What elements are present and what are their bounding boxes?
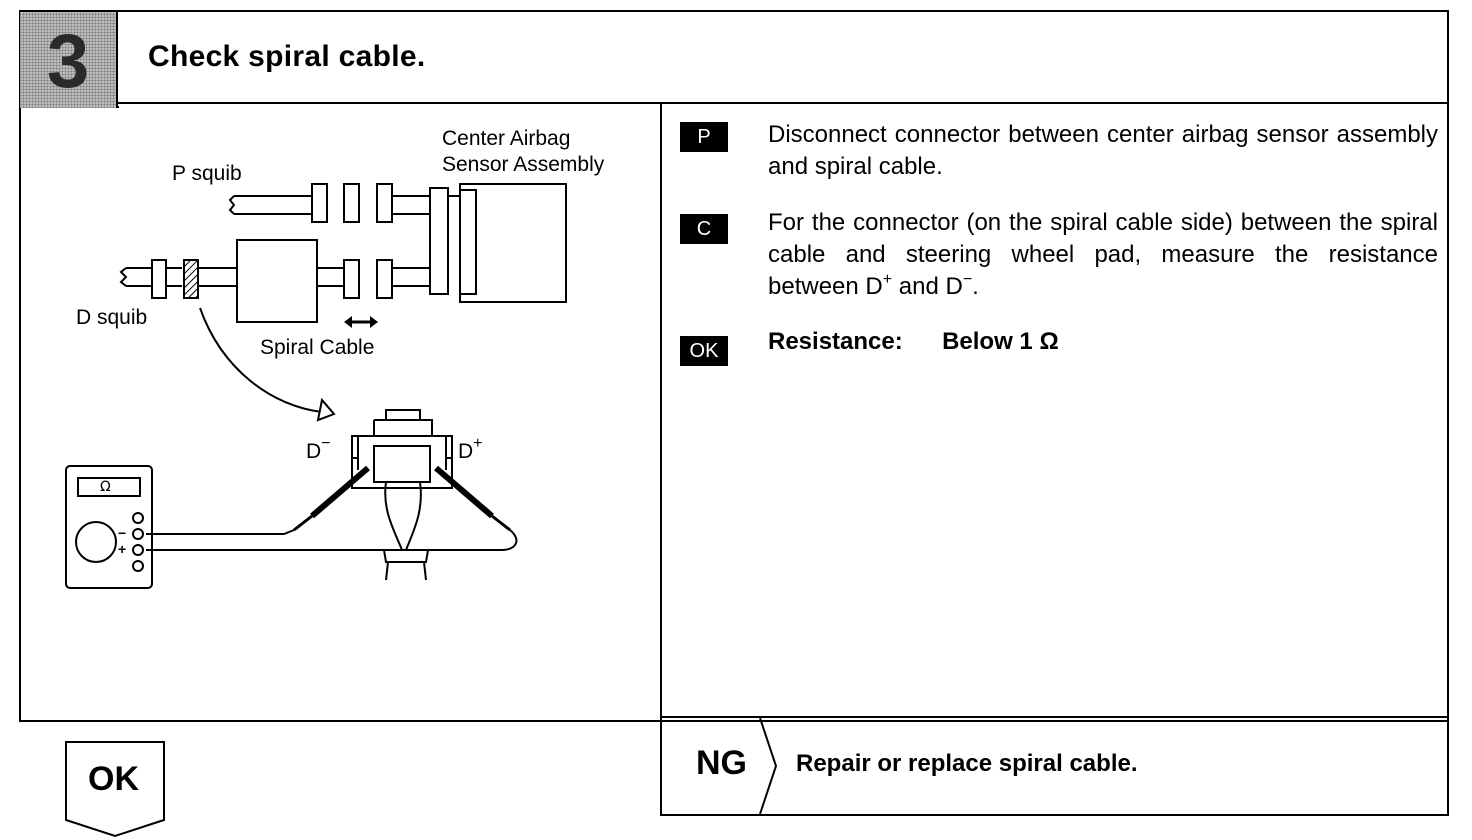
badge-p: P [680,122,728,152]
step-number: 3 [46,19,90,104]
procedure-frame [19,10,1449,722]
label-center-airbag: Center Airbag [442,127,571,150]
label-p-squib: P squib [172,162,242,185]
instruction-resistance: Resistance: Below 1 Ω [768,326,1438,358]
instruction-disconnect: Disconnect connector between center airb… [768,121,1438,180]
meter-plus-symbol: + [118,541,127,557]
badge-c: C [680,214,728,244]
ng-chevron [759,718,778,814]
label-spiral-cable: Spiral Cable [260,336,375,359]
label-sensor-assembly: Sensor Assembly [442,153,605,176]
instruction-measure: For the connector (on the spiral cable s… [768,209,1438,300]
ok-arrow-box [65,741,165,838]
label-d-plus: D+ [458,435,483,464]
ng-action-text: Repair or replace spiral cable. [796,750,1138,777]
ng-result-box [660,716,1449,816]
meter-minus-symbol: − [118,525,127,541]
resistance-value: Below 1 Ω [942,328,1059,355]
page-title: Check spiral cable. [148,40,426,73]
resistance-label: Resistance: [768,328,903,355]
column-divider [660,104,662,816]
step-number-box: 3 [20,12,118,108]
ok-label: OK [88,760,139,798]
spiral-cable-diagram [65,183,567,589]
label-d-minus: D− [306,435,331,464]
meter-ohm-symbol: Ω [100,479,111,495]
label-d-squib: D squib [76,306,148,329]
badge-ok: OK [680,336,728,366]
ng-label: NG [696,744,747,782]
header-divider [116,102,1449,104]
